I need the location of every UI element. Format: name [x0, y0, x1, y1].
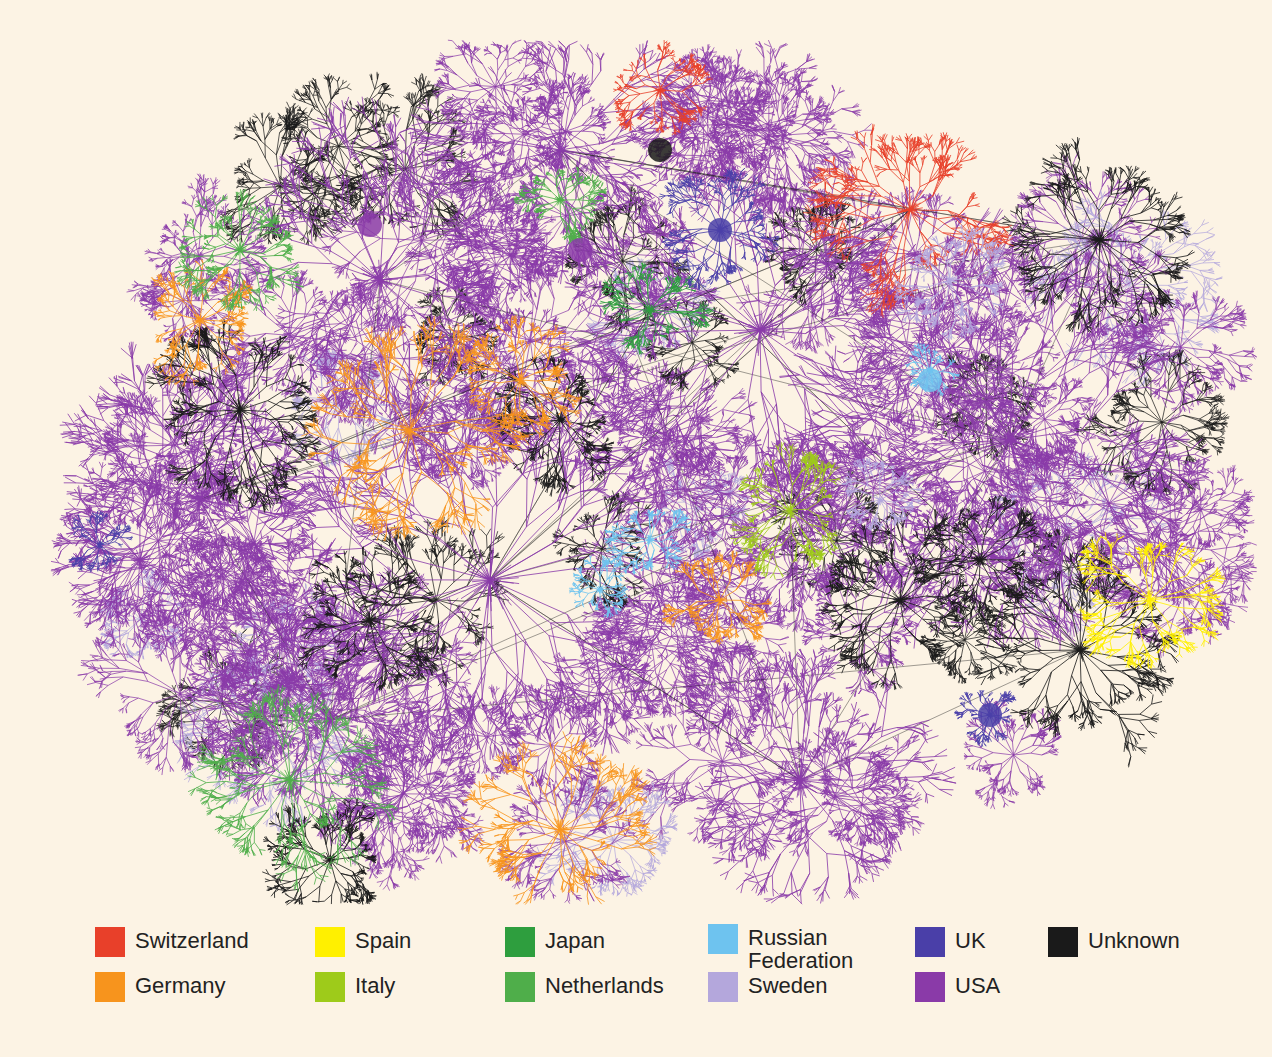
route-tree [432, 40, 548, 160]
route-tree [803, 124, 1014, 318]
legend-item: Netherlands [505, 972, 664, 1002]
legend-swatch [95, 927, 125, 957]
route-tree [842, 458, 922, 531]
route-tree [301, 316, 534, 541]
legend-label: Russian Federation [748, 924, 888, 972]
legend-item: Spain [315, 927, 411, 957]
legend-item: Germany [95, 972, 225, 1002]
legend-item: Russian Federation [708, 924, 888, 972]
legend-swatch [708, 924, 738, 954]
route-tree [497, 774, 638, 904]
legend-item: Switzerland [95, 927, 249, 957]
legend-item: USA [915, 972, 1000, 1002]
route-tree [613, 40, 713, 135]
legend-label: Germany [135, 972, 225, 997]
hub-blob [568, 238, 592, 262]
route-tree [731, 442, 841, 579]
route-tree [298, 546, 439, 690]
route-tree [69, 511, 133, 572]
hub-blob [648, 138, 672, 162]
route-tree [514, 167, 608, 246]
legend-label: Netherlands [545, 972, 664, 997]
legend-swatch [505, 927, 535, 957]
legend-item: Sweden [708, 972, 828, 1002]
route-tree [674, 639, 956, 904]
hub-blob [358, 213, 382, 237]
route-tree [616, 426, 745, 553]
route-tree [174, 189, 304, 311]
route-tree [51, 465, 215, 648]
legend-swatch [315, 927, 345, 957]
route-tree [1002, 137, 1195, 334]
route-tree [600, 263, 715, 355]
route-tree [662, 550, 772, 645]
legend-swatch [915, 927, 945, 957]
legend-swatch [505, 972, 535, 1002]
route-tree [905, 343, 959, 396]
hub-blob [708, 218, 732, 242]
route-tree [894, 224, 1005, 342]
legend-label: Italy [355, 972, 395, 997]
legend-label: Spain [355, 927, 411, 952]
legend-swatch [1048, 927, 1078, 957]
legend-swatch [95, 972, 125, 1002]
route-tree [457, 731, 657, 904]
legend-swatch [315, 972, 345, 1002]
legend-item: Italy [315, 972, 395, 1002]
hub-blob [918, 368, 942, 392]
route-tree [818, 751, 914, 849]
route-tree [569, 555, 628, 617]
route-tree [151, 260, 252, 387]
route-tree [408, 40, 699, 284]
legend-label: UK [955, 927, 986, 952]
route-tree [465, 315, 582, 438]
legend-item: Japan [505, 927, 605, 957]
route-tree [240, 97, 504, 467]
legend-label: USA [955, 972, 1000, 997]
route-tree [912, 495, 1041, 625]
route-tree [1077, 532, 1226, 668]
trunk-links [200, 150, 1100, 780]
legend-label: Japan [545, 927, 605, 952]
legend-item: Unknown [1048, 927, 1180, 957]
legend-swatch [708, 972, 738, 1002]
legend-item: UK [915, 927, 986, 957]
route-tree [187, 684, 398, 892]
legend-label: Switzerland [135, 927, 249, 952]
route-tree [659, 168, 780, 290]
legend-label: Sweden [748, 972, 828, 997]
route-tree [1113, 525, 1256, 658]
hub-blob [978, 703, 1002, 727]
legend-label: Unknown [1088, 927, 1180, 952]
route-tree [954, 690, 1016, 747]
legend-swatch [915, 972, 945, 1002]
